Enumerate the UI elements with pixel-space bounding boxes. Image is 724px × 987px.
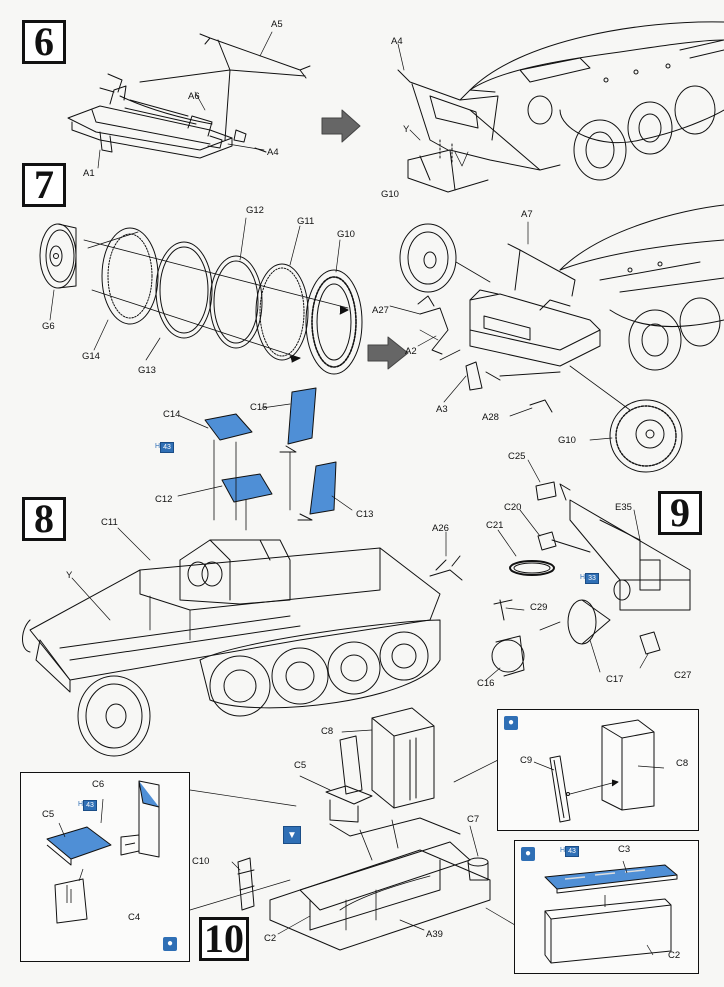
part-label: C2 bbox=[668, 950, 681, 961]
part-label: C6 bbox=[92, 779, 105, 790]
part-label: A2 bbox=[405, 346, 417, 357]
color-tag-c5: H 43 bbox=[78, 800, 97, 811]
paintbrush-icon: ▼ bbox=[283, 826, 301, 844]
part-label: C12 bbox=[155, 494, 173, 505]
part-label: C11 bbox=[101, 517, 118, 528]
part-label: C15 bbox=[250, 402, 268, 413]
part-label: C9 bbox=[520, 755, 533, 766]
part-label: C29 bbox=[530, 602, 548, 613]
part-label: A28 bbox=[482, 412, 499, 423]
part-label: G10 bbox=[337, 229, 355, 240]
part-label: A27 bbox=[372, 305, 389, 316]
color-code: 33 bbox=[585, 573, 599, 584]
inset-cabinet-drawing bbox=[533, 719, 665, 823]
inset-seat-detail: ● bbox=[20, 772, 190, 962]
part-label: C3 bbox=[618, 844, 631, 855]
part-label: C21 bbox=[486, 520, 504, 531]
right-arrow-icon bbox=[321, 109, 361, 143]
step-10-parts bbox=[189, 707, 521, 951]
color-tag-c3: H 43 bbox=[560, 846, 579, 857]
part-label: C14 bbox=[163, 409, 181, 420]
part-label: A5 bbox=[271, 19, 283, 30]
part-label: A6 bbox=[188, 91, 200, 102]
part-label: C20 bbox=[504, 502, 522, 513]
part-label: C16 bbox=[477, 678, 495, 689]
part-label: A1 bbox=[83, 168, 95, 179]
part-label: G11 bbox=[297, 216, 315, 227]
step-7-result bbox=[389, 204, 724, 473]
part-label: G14 bbox=[82, 351, 100, 362]
color-tag-c21: H 33 bbox=[580, 573, 599, 584]
part-label: C27 bbox=[674, 670, 692, 681]
part-label: G10 bbox=[558, 435, 576, 446]
part-label: C13 bbox=[356, 509, 374, 520]
step-9-parts bbox=[485, 459, 691, 681]
step-8-box: 8 bbox=[22, 497, 66, 541]
part-label: G12 bbox=[246, 205, 264, 216]
part-label: Y bbox=[66, 570, 73, 581]
right-arrow-icon bbox=[367, 336, 409, 370]
color-tag-c14: H 43 bbox=[155, 442, 174, 453]
color-prefix: H bbox=[78, 801, 84, 808]
part-label: C2 bbox=[264, 933, 277, 944]
part-label: C25 bbox=[508, 451, 526, 462]
step-6-result bbox=[397, 21, 724, 193]
part-label: G13 bbox=[138, 365, 156, 376]
part-label: A26 bbox=[432, 523, 449, 534]
glue-icon: ● bbox=[163, 937, 177, 951]
part-label: A4 bbox=[267, 147, 279, 158]
color-prefix: H bbox=[155, 443, 161, 450]
part-label: A4 bbox=[391, 36, 403, 47]
inset-seat-drawing bbox=[46, 780, 160, 924]
step-6-parts bbox=[67, 31, 311, 169]
part-label: E35 bbox=[615, 502, 632, 513]
step-number: 9 bbox=[670, 490, 690, 535]
inset-cabinet-detail: ● bbox=[497, 709, 699, 831]
glue-icon: ● bbox=[504, 716, 518, 730]
part-label: A39 bbox=[426, 929, 443, 940]
part-label: C7 bbox=[467, 814, 480, 825]
inset-floor-detail: ● bbox=[514, 840, 699, 974]
part-label: C4 bbox=[128, 912, 141, 923]
part-label: C17 bbox=[606, 674, 624, 685]
color-code: 43 bbox=[83, 800, 97, 811]
step-number: 7 bbox=[34, 162, 54, 207]
part-label: G6 bbox=[42, 321, 55, 332]
part-label: G10 bbox=[381, 189, 399, 200]
step-8-parts bbox=[22, 387, 463, 757]
step-9-box: 9 bbox=[658, 491, 702, 535]
color-code: 43 bbox=[160, 442, 174, 453]
part-label: C5 bbox=[42, 809, 55, 820]
step-7-parts bbox=[39, 217, 363, 375]
color-code: 43 bbox=[565, 846, 579, 857]
part-label: Y bbox=[403, 124, 410, 135]
step-10-box: 10 bbox=[199, 917, 249, 961]
part-label: A7 bbox=[521, 209, 533, 220]
part-label: C8 bbox=[676, 758, 689, 769]
part-label: A3 bbox=[436, 404, 448, 415]
step-number: 8 bbox=[34, 496, 54, 541]
glue-icon: ● bbox=[521, 847, 535, 861]
inset-floor-drawing bbox=[544, 860, 678, 964]
color-prefix: H bbox=[560, 847, 566, 854]
part-label: C8 bbox=[321, 726, 334, 737]
step-number: 10 bbox=[204, 916, 244, 961]
part-label: C10 bbox=[192, 856, 210, 867]
step-6-box: 6 bbox=[22, 20, 66, 64]
part-label: C5 bbox=[294, 760, 307, 771]
step-7-box: 7 bbox=[22, 163, 66, 207]
step-number: 6 bbox=[34, 19, 54, 64]
color-prefix: H bbox=[580, 574, 586, 581]
